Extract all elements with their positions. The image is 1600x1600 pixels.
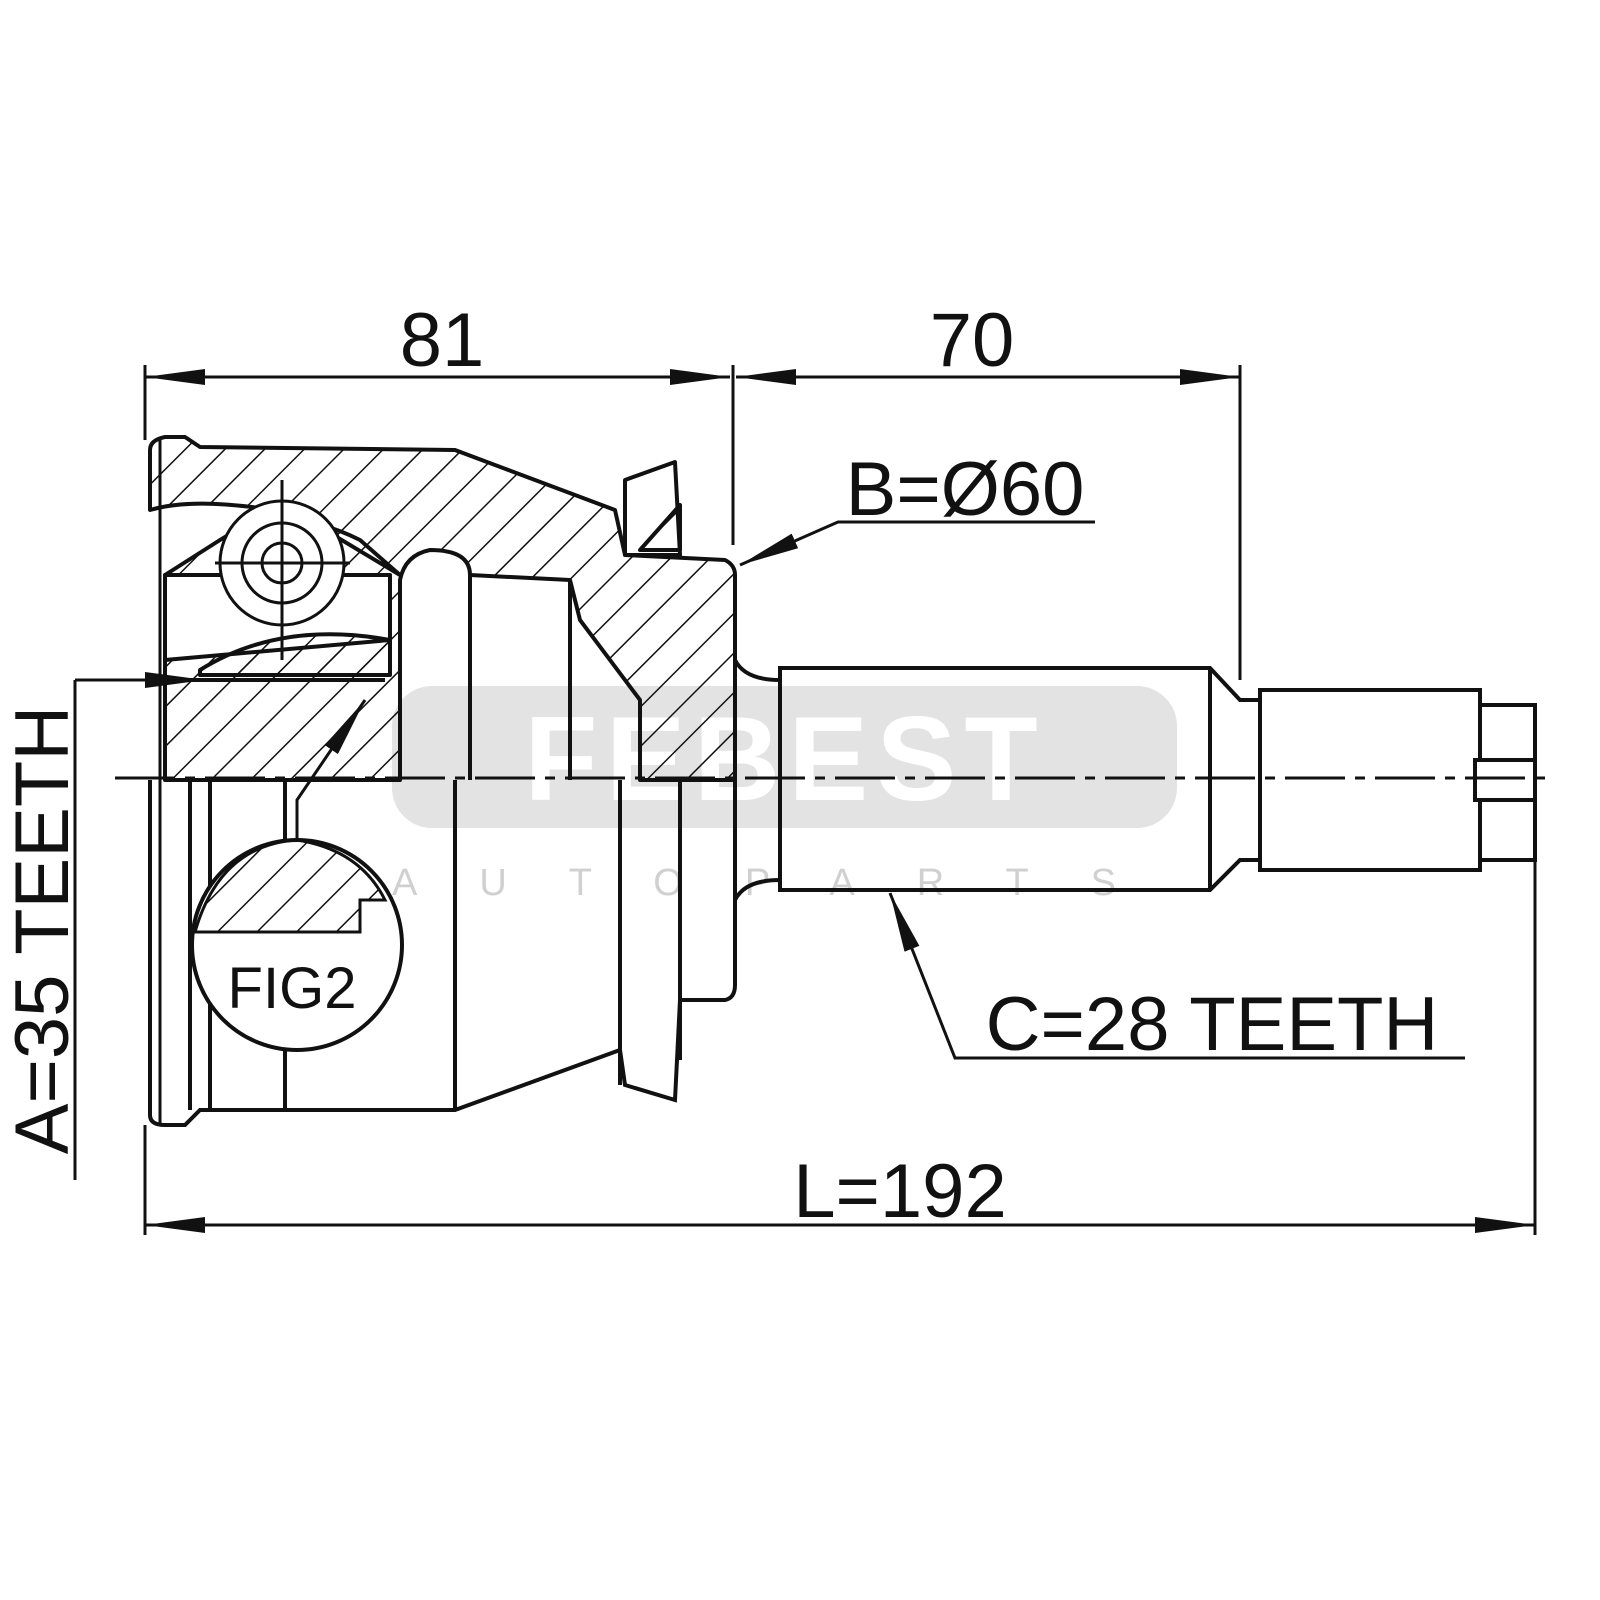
watermark-brand: FEBEST xyxy=(524,692,1045,826)
outer-teeth-label: C=28 TEETH xyxy=(986,982,1439,1067)
fig2-label: FIG2 xyxy=(228,956,357,1021)
outer-diameter-label: B=Ø60 xyxy=(846,447,1085,532)
watermark-badge xyxy=(392,686,1177,828)
watermark-subtitle: AUTOPARTS xyxy=(392,862,1178,904)
dim-81-label: 81 xyxy=(400,298,485,383)
dim-70-label: 70 xyxy=(930,298,1015,383)
watermark: FEBEST AUTOPARTS xyxy=(392,686,1178,904)
inner-teeth-label: A=35 TEETH xyxy=(0,706,85,1154)
fig2-detail: FIG2 xyxy=(190,699,404,1052)
total-length-label: L=192 xyxy=(793,1149,1006,1234)
ball-bearing xyxy=(215,480,350,660)
dimensions xyxy=(73,365,1537,1235)
